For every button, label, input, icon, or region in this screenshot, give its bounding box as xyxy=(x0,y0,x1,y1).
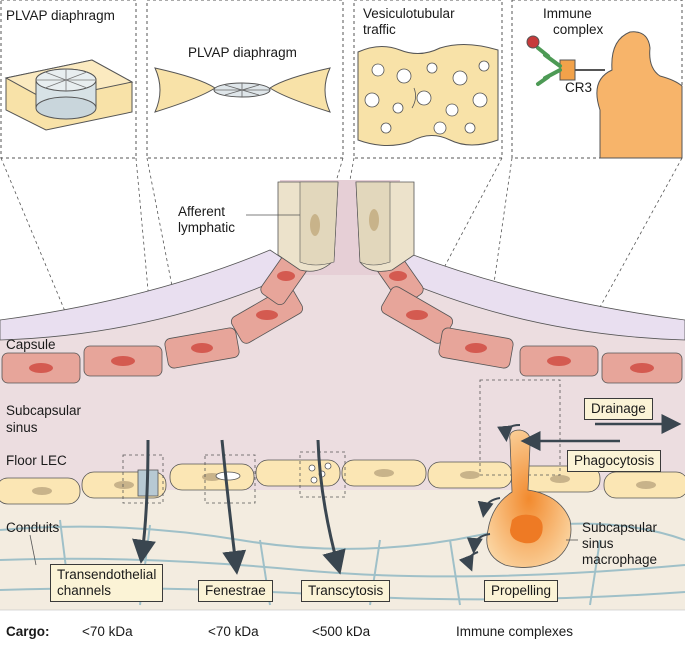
afferent-label-2: lymphatic xyxy=(178,220,236,235)
sinus-label-2: sinus xyxy=(6,420,38,435)
macrophage-label-3: macrophage xyxy=(582,552,658,567)
inset-vesiculo-label-2: traffic xyxy=(363,22,396,37)
inset-plvap-2-label: PLVAP diaphragm xyxy=(188,45,297,60)
macrophage-label-1: Subcapsular xyxy=(582,520,658,535)
transendothelial-line-2: channels xyxy=(57,583,112,598)
propelling-arrows xyxy=(458,424,521,572)
vesiculotubular-illustration xyxy=(357,44,499,146)
afferent-lymphatic-walls xyxy=(277,181,415,272)
inset-immune-label-2: complex xyxy=(553,22,604,37)
inset-immune-label-1: Immune xyxy=(543,6,592,21)
floor-lec-nuclei xyxy=(32,469,656,495)
floor-lec-label: Floor LEC xyxy=(6,453,67,468)
immune-complex-illustration xyxy=(526,31,683,159)
cargo-item-transendothelial: <70 kDa xyxy=(82,624,133,639)
macrophage-label-2: sinus xyxy=(582,536,614,551)
drainage-box: Drainage xyxy=(584,398,653,420)
plvap-diaphragm-illustration xyxy=(154,67,331,113)
capsule-label: Capsule xyxy=(6,337,56,352)
inset-cr3-label: CR3 xyxy=(565,80,593,95)
transendothelial-line-1: Transendothelial xyxy=(57,567,157,582)
plvap-channel-illustration xyxy=(4,59,134,131)
afferent-label-1: Afferent xyxy=(178,204,226,219)
transcytosis-box: Transcytosis xyxy=(301,580,391,602)
sinus-label-1: Subcapsular xyxy=(6,403,82,418)
transcytosis-vesicles xyxy=(308,462,332,484)
cargo-item-fenestrae: <70 kDa xyxy=(208,624,259,639)
cargo-item-transcytosis: <500 kDa xyxy=(312,624,371,639)
fenestra xyxy=(215,471,241,481)
cargo-item-immune: Immune complexes xyxy=(456,624,574,639)
inset-plvap-1-label: PLVAP diaphragm xyxy=(6,8,115,23)
transendothelial-box: Transendothelial channels xyxy=(50,564,164,602)
fenestrae-box: Fenestrae xyxy=(198,580,273,602)
cargo-arrows xyxy=(132,439,346,575)
capsule-cell-nuclei xyxy=(29,271,654,373)
conduits-label: Conduits xyxy=(6,520,60,535)
cargo-strip xyxy=(0,610,685,650)
phagocytosis-box: Phagocytosis xyxy=(567,450,662,472)
inset-vesiculo-label-1: Vesiculotubular xyxy=(363,6,455,21)
propelling-box: Propelling xyxy=(484,580,559,602)
leader-lines xyxy=(29,214,578,566)
cargo-title: Cargo: xyxy=(6,624,50,639)
sinus-macrophage xyxy=(486,429,572,568)
